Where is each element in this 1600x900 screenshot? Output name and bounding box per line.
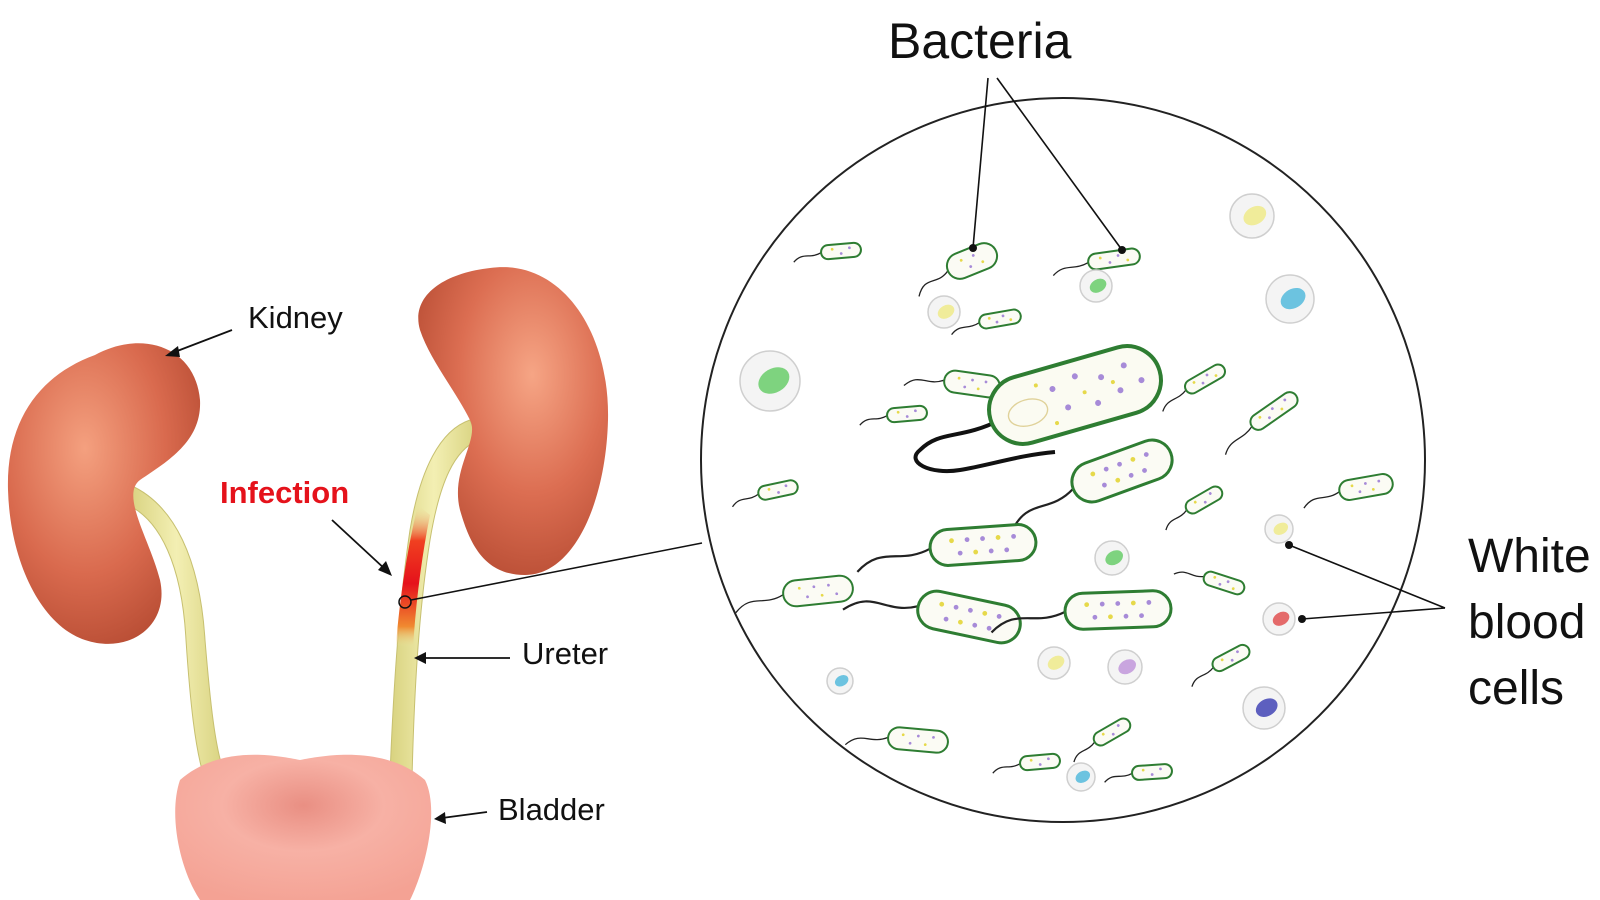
bacteria-group [731, 241, 1394, 783]
white-blood-cells-group [739, 193, 1315, 792]
white-blood-cell [1107, 649, 1143, 685]
bladder-pointer [441, 811, 488, 819]
wbc-pointer-dot-2 [1298, 615, 1306, 623]
bacterium [793, 241, 862, 263]
bacterium [1052, 247, 1141, 277]
bacteria-pointer-2 [996, 77, 1123, 251]
bacterium [951, 308, 1022, 336]
bacterium [990, 589, 1173, 634]
white-blood-cell [1229, 193, 1275, 239]
bacterium [856, 523, 1038, 573]
kidney-arrowhead [165, 346, 180, 357]
bladder-arrowhead [434, 812, 446, 824]
white-blood-cell [1265, 274, 1315, 324]
bacterium [992, 752, 1061, 774]
wbc-pointer-1 [1288, 544, 1446, 609]
bacteria-pointer-1 [972, 77, 989, 249]
bacterium [735, 574, 854, 614]
white-blood-cell [1066, 762, 1096, 792]
white-blood-cell [927, 295, 961, 329]
bacterium [859, 404, 928, 426]
infection-arrowhead [378, 561, 392, 576]
white-blood-cell [1037, 646, 1071, 680]
left-kidney [7, 343, 201, 644]
zoom-origin-marker [398, 595, 412, 609]
bacterium [1162, 363, 1226, 412]
wbc-label-line-3: cells [1468, 662, 1564, 715]
bacterium [1010, 438, 1174, 533]
white-blood-cell [1079, 269, 1113, 303]
kidney-pointer [171, 329, 233, 354]
wbc-pointer-2 [1301, 607, 1446, 620]
bacterium [1104, 763, 1173, 783]
infection-label: Infection [220, 475, 349, 510]
infection-region [396, 505, 430, 648]
white-blood-cell [1094, 540, 1130, 576]
right-kidney [418, 267, 609, 575]
large-bacterium [913, 344, 1163, 474]
bladder-label: Bladder [498, 792, 605, 827]
bacterium [844, 726, 949, 754]
zoom-connector [410, 542, 703, 601]
white-blood-cell [739, 350, 801, 412]
bacterium [1073, 717, 1132, 763]
infection-pointer [331, 519, 387, 571]
white-blood-cell [1264, 514, 1294, 544]
bacteria-label: Bacteria [888, 13, 1072, 69]
bacterium [1303, 473, 1394, 509]
bacterium [918, 242, 999, 297]
wbc-label-line-1: White [1468, 530, 1591, 583]
bacterium [1173, 570, 1246, 596]
bladder [175, 754, 432, 900]
kidney-label: Kidney [248, 300, 343, 335]
bacteria-pointer-dot-1 [969, 244, 977, 252]
bacterium [1165, 485, 1224, 531]
bacterium [1191, 643, 1251, 687]
bacterium [731, 479, 799, 508]
white-blood-cell [1242, 686, 1286, 730]
bacteria-pointer-dot-2 [1118, 246, 1126, 254]
bacterium [1224, 391, 1299, 455]
wbc-pointer-dot-1 [1285, 541, 1293, 549]
magnified-view [700, 97, 1426, 823]
white-blood-cell [1262, 602, 1296, 636]
ureter-arrowhead [414, 652, 426, 664]
white-blood-cell [826, 667, 854, 695]
wbc-label-line-2: blood [1468, 596, 1585, 649]
ureter-label: Ureter [522, 636, 608, 671]
